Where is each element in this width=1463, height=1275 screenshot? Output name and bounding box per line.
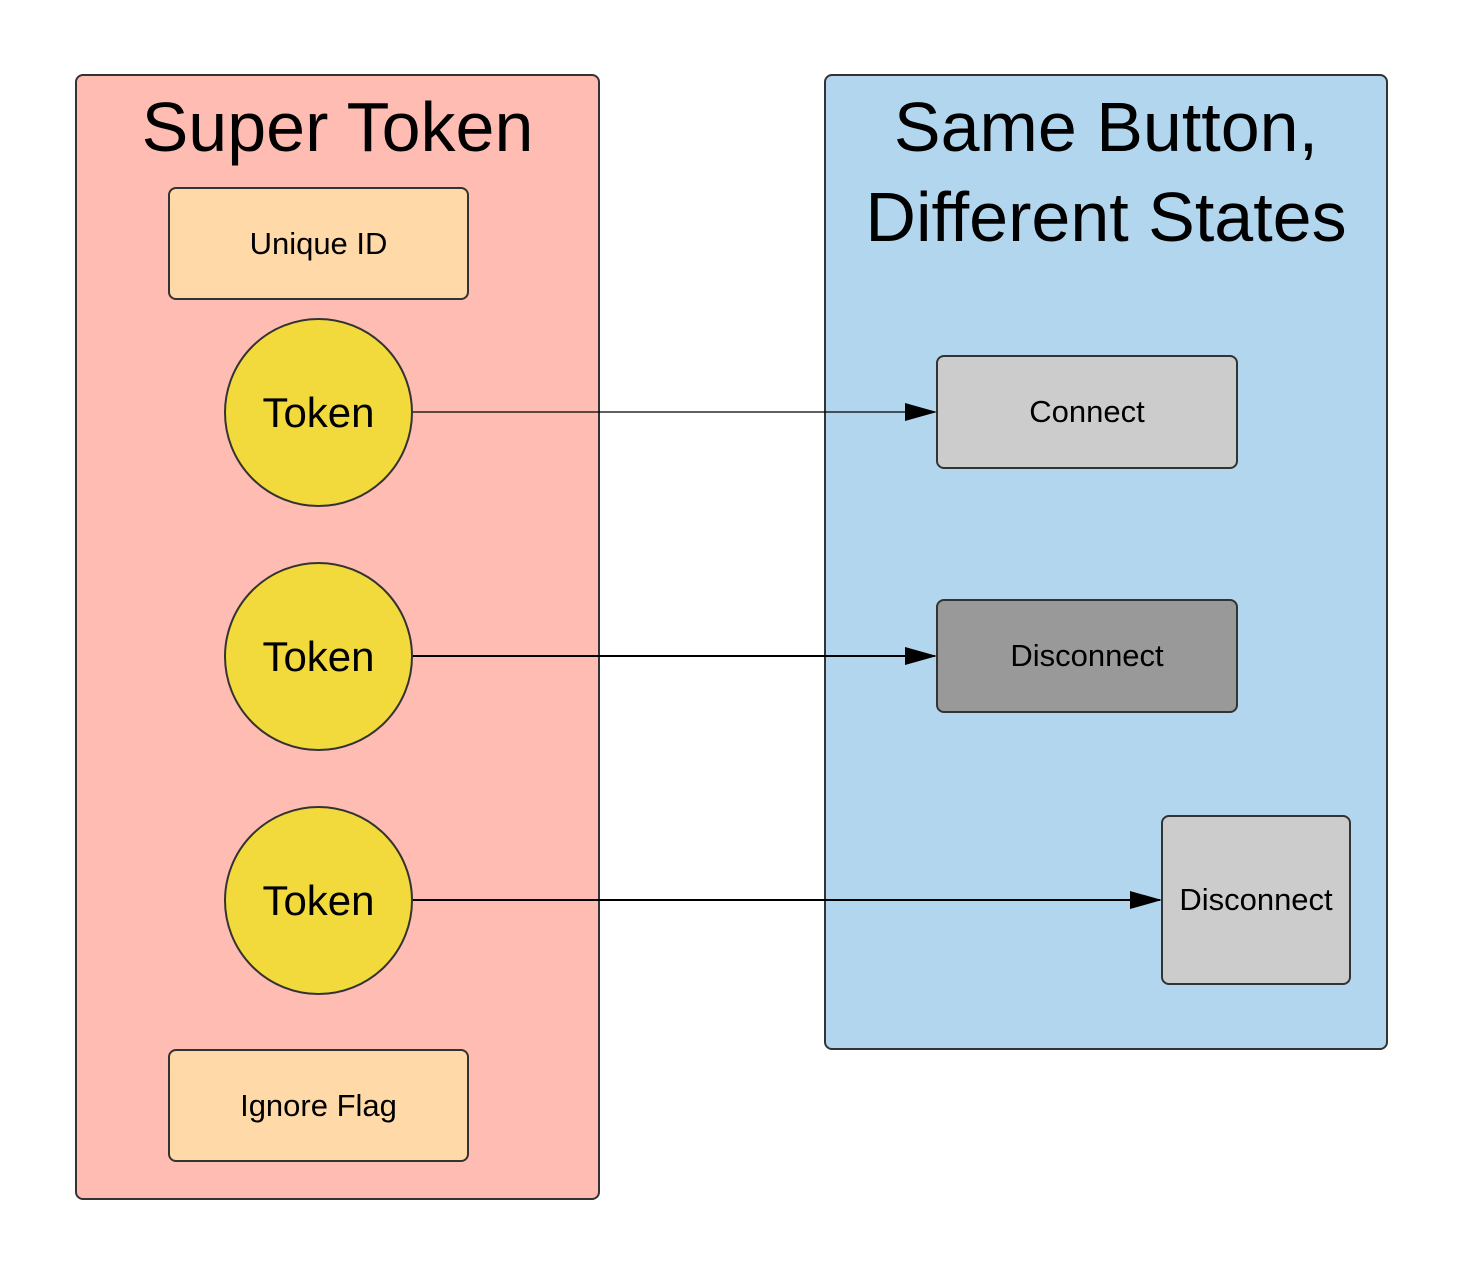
- disconnect-button-state-small: Disconnect: [1161, 815, 1351, 985]
- super-token-title: Super Token: [141, 88, 534, 166]
- ignore-flag-box: Ignore Flag: [168, 1049, 469, 1162]
- unique-id-box: Unique ID: [168, 187, 469, 300]
- token-circle-1: Token: [224, 318, 413, 507]
- token-circle-2: Token: [224, 562, 413, 751]
- token-circle-3: Token: [224, 806, 413, 995]
- button-states-title: Same Button, Different States: [865, 88, 1347, 256]
- connect-button-state: Connect: [936, 355, 1238, 469]
- disconnect-button-state-pressed: Disconnect: [936, 599, 1238, 713]
